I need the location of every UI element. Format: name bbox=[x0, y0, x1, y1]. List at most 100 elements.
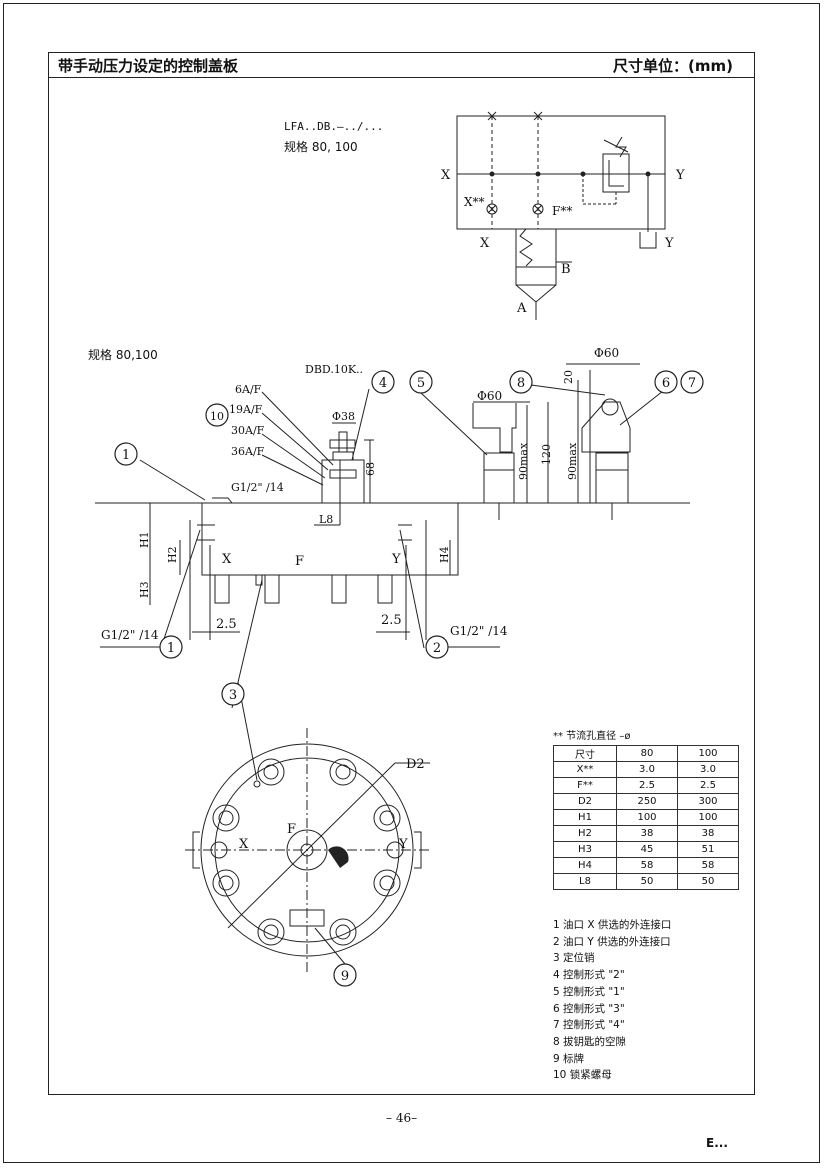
callout-2-label: 2 bbox=[433, 641, 441, 656]
content-frame bbox=[48, 52, 755, 1095]
callout-8-label: 8 bbox=[517, 376, 525, 391]
callout-5 bbox=[409, 370, 433, 394]
valve-block-outline bbox=[456, 115, 666, 230]
callout-4-label: 4 bbox=[379, 376, 387, 391]
plan-x-label: X bbox=[239, 837, 249, 852]
phi60a-label: Φ60 bbox=[477, 389, 502, 403]
callout-9-label: 9 bbox=[341, 969, 349, 984]
footer-mark: E... bbox=[706, 1136, 728, 1150]
l8-label: L8 bbox=[319, 513, 333, 526]
callout-3 bbox=[221, 682, 245, 706]
page-title: 带手动压力设定的控制盖板 bbox=[58, 57, 239, 75]
symbol-port-y-lower: Y bbox=[664, 236, 674, 251]
table-cell: 50 bbox=[677, 873, 739, 890]
table-header-row: 尺寸 80 100 bbox=[553, 745, 739, 762]
h4-label: H4 bbox=[438, 546, 451, 563]
unit-label: 尺寸单位：(mm) bbox=[613, 57, 733, 75]
header-row: 带手动压力设定的控制盖板 尺寸单位：(mm) bbox=[48, 52, 755, 78]
callout-8 bbox=[509, 370, 533, 394]
callout-7-label: 7 bbox=[688, 376, 696, 391]
legend-item: 5 控制形式 "1" bbox=[553, 985, 625, 998]
table-cell: 45 bbox=[616, 841, 678, 858]
table-cell: L8 bbox=[553, 873, 617, 890]
table-header: 100 bbox=[677, 745, 739, 762]
table-cell: X** bbox=[553, 761, 617, 778]
legend-item: 1 油口 X 供选的外连接口 bbox=[553, 919, 672, 931]
plan-y-label: Y bbox=[398, 837, 408, 852]
callout-10 bbox=[205, 403, 229, 427]
table-cell: 3.0 bbox=[677, 761, 739, 778]
symbol-port-x: X bbox=[441, 168, 451, 183]
symbol-port-x-orifice: X** bbox=[464, 195, 485, 209]
dim25-right-label: 2.5 bbox=[381, 613, 402, 628]
adjuster-knob-mark bbox=[328, 846, 349, 868]
table-cell: 100 bbox=[677, 809, 739, 826]
callout-3-label: 3 bbox=[229, 688, 237, 703]
control-form-3-4 bbox=[581, 401, 631, 453]
table-cell: 51 bbox=[677, 841, 739, 858]
g12-right-label: G1/2" /14 bbox=[450, 624, 508, 638]
table-header: 80 bbox=[616, 745, 678, 762]
table-cell: 2.5 bbox=[616, 777, 678, 794]
d2-label: D2 bbox=[406, 757, 425, 772]
af6-label: 6A/F bbox=[235, 383, 262, 396]
af30-label: 30A/F bbox=[231, 424, 265, 437]
dim25-left-label: 2.5 bbox=[216, 617, 237, 632]
drawing-spec: 规格 80,100 bbox=[88, 348, 158, 362]
table-cell: 3.0 bbox=[616, 761, 678, 778]
callout-1-top-label: 1 bbox=[122, 448, 130, 463]
port-y-label: Y bbox=[391, 552, 401, 567]
table-cell: H1 bbox=[553, 809, 617, 826]
page-number: – 46– bbox=[386, 1111, 418, 1125]
legend-item: 7 控制形式 "4" bbox=[553, 1019, 625, 1032]
dim90a-label: 90max bbox=[517, 442, 530, 480]
cover-plate-circle bbox=[200, 743, 414, 957]
table-cell: H3 bbox=[553, 841, 617, 858]
port-x-label: X bbox=[222, 552, 232, 567]
h3-label: H3 bbox=[138, 581, 151, 598]
dim68-label: 68 bbox=[364, 462, 377, 476]
af19-label: 19A/F bbox=[229, 403, 263, 416]
orifice-note: ** 节流孔直径 –ø bbox=[553, 731, 631, 742]
plan-f-label: F bbox=[287, 822, 296, 837]
callout-9 bbox=[333, 963, 357, 987]
table-cell: H4 bbox=[553, 857, 617, 874]
callout-10-label: 10 bbox=[210, 410, 224, 423]
legend-item: 8 拔钥匙的空隙 bbox=[553, 1035, 627, 1048]
symbol-port-f-orifice: F** bbox=[552, 204, 572, 218]
g12-top-label: G1/2" /14 bbox=[231, 481, 284, 494]
h2-label: H2 bbox=[166, 546, 179, 563]
legend-list: 1 油口 X 供选的外连接口 2 油口 Y 供选的外连接口 3 定位销 4 控制… bbox=[553, 917, 671, 1084]
table-cell: D2 bbox=[553, 793, 617, 810]
callout-7 bbox=[680, 370, 704, 394]
h1-label: H1 bbox=[138, 531, 151, 548]
table-cell: 38 bbox=[677, 825, 739, 842]
dim20-label: 20 bbox=[562, 370, 575, 384]
legend-item: 9 标牌 bbox=[553, 1052, 585, 1065]
symbol-port-x-lower: X bbox=[480, 236, 490, 251]
callout-2 bbox=[425, 635, 449, 659]
table-header: 尺寸 bbox=[553, 745, 617, 762]
legend-item: 6 控制形式 "3" bbox=[553, 1002, 625, 1015]
port-f-label: F bbox=[295, 554, 304, 569]
callout-1-bottom bbox=[159, 635, 183, 659]
legend-item: 3 定位销 bbox=[553, 952, 595, 965]
af36-label: 36A/F bbox=[231, 445, 265, 458]
g12-left-label: G1/2" /14 bbox=[101, 628, 159, 642]
table-cell: 300 bbox=[677, 793, 739, 810]
page-border bbox=[3, 3, 820, 1163]
callout-6 bbox=[654, 370, 678, 394]
phi38-label: Φ38 bbox=[332, 410, 355, 423]
table-cell: F** bbox=[553, 777, 617, 794]
callout-4 bbox=[371, 370, 395, 394]
dim120-label: 120 bbox=[540, 444, 553, 465]
callout-5-label: 5 bbox=[417, 376, 425, 391]
model-code: LFA..DB.–../... bbox=[284, 120, 384, 133]
callout-1-bottom-label: 1 bbox=[167, 641, 175, 656]
